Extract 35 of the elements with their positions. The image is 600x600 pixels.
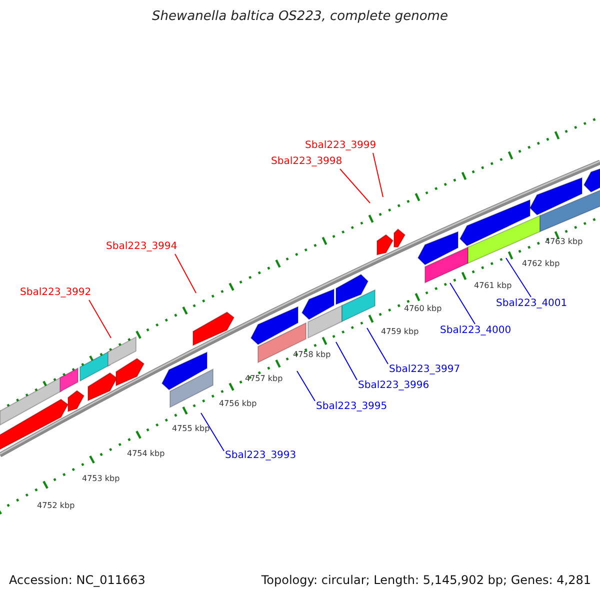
leader-line [450, 282, 476, 324]
leader-line [174, 254, 196, 294]
scale-label: 4754 kbp [127, 449, 165, 459]
genome-summary-text: Topology: circular; Length: 5,145,902 bp; Genes: 4,281 [261, 573, 591, 588]
scale-label: 4760 kbp [404, 304, 442, 314]
scale-label: 4755 kbp [172, 424, 210, 434]
leader-line [296, 370, 316, 402]
title: Shewanella baltica OS223, complete genome [151, 9, 449, 25]
gene-label: Sbal223_3999 [305, 140, 376, 152]
gene-label: Sbal223_4000 [440, 325, 512, 337]
leader-line [200, 412, 224, 452]
leader-line [336, 342, 358, 380]
scale-label: 4761 kbp [474, 281, 512, 291]
scale-label: 4756 kbp [219, 399, 257, 409]
gene-label: Sbal223_3998 [271, 156, 342, 168]
gene-label: Sbal223_3997 [389, 364, 460, 376]
scale-label: 4763 kbp [545, 237, 583, 247]
scale-label: 4762 kbp [522, 259, 560, 269]
leader-line [366, 328, 388, 364]
gene-label: Sbal223_3993 [225, 450, 296, 462]
leader-line [340, 168, 370, 204]
scale-label: 4752 kbp [37, 501, 75, 511]
leader-line [372, 152, 384, 198]
gene-label: Sbal223_4001 [496, 298, 568, 310]
scale-label: 4758 kbp [293, 350, 331, 360]
gene-label: Sbal223_3994 [106, 241, 178, 253]
accession-text: Accession: NC_011663 [9, 573, 146, 588]
scale-label: 4757 kbp [245, 374, 283, 384]
scale-label: 4759 kbp [381, 327, 419, 337]
leader-line [506, 258, 532, 298]
gene-label: Sbal223_3992 [20, 287, 92, 299]
gene-label: Sbal223_3996 [358, 380, 430, 392]
scale-label: 4753 kbp [82, 474, 120, 484]
leader-line [88, 300, 112, 338]
gene-label: Sbal223_3995 [316, 401, 388, 413]
